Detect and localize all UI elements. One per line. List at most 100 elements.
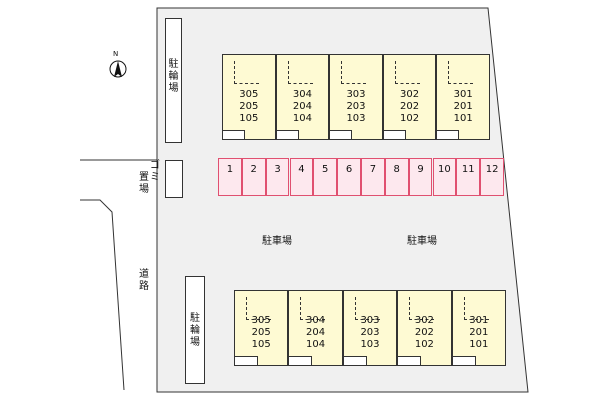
parking-lot-label-right: 駐車場 [407, 236, 437, 247]
room-number: 101 [453, 113, 473, 124]
balcony [223, 130, 245, 139]
room-number: 204 [292, 101, 312, 112]
room-number: 201 [453, 101, 473, 112]
room-number: 202 [400, 101, 420, 112]
parking-space: 11 [456, 158, 481, 196]
room-number: 203 [346, 101, 366, 112]
garbage-area [165, 160, 183, 198]
parking-space-number: 11 [461, 164, 475, 175]
stair-notch [409, 297, 435, 320]
garbage-label-col1: ゴ ミ [150, 160, 160, 183]
parking-space-number: 1 [226, 164, 234, 175]
parking-space-number: 5 [322, 164, 329, 175]
room-number: 102 [400, 113, 420, 124]
room-number: 105 [239, 113, 259, 124]
room-number: 105 [251, 339, 271, 350]
parking-space: 3 [265, 158, 290, 196]
room-number: 104 [292, 113, 312, 124]
room-number: 301 [453, 89, 473, 100]
room-number: 304 [292, 89, 312, 100]
room-number: 204 [306, 327, 326, 338]
balcony [343, 356, 367, 365]
stair-notch [394, 61, 420, 84]
parking-space: 1 [218, 158, 242, 196]
compass-north-label: N [113, 50, 119, 58]
room-number: 203 [360, 327, 380, 338]
garbage-label-col2: 置 場 [139, 172, 149, 195]
room-number: 103 [346, 113, 366, 124]
parking-space-number: 12 [485, 164, 499, 175]
stair-notch [354, 297, 380, 320]
balcony [383, 130, 406, 139]
parking-space-number: 2 [250, 164, 257, 175]
parking-space: 12 [480, 158, 504, 196]
room-number: 102 [414, 339, 434, 350]
room-number: 103 [360, 339, 380, 350]
parking-space: 4 [289, 158, 314, 196]
stair-notch [448, 61, 474, 84]
stair-notch [300, 297, 326, 320]
compass-arrow [114, 61, 122, 77]
parking-lot-label-left: 駐車場 [262, 236, 292, 247]
balcony [452, 356, 476, 365]
parking-space: 9 [408, 158, 433, 196]
balcony [276, 130, 299, 139]
room-number: 202 [414, 327, 434, 338]
room-number: 305 [251, 315, 271, 326]
room-number: 301 [469, 315, 489, 326]
balcony [235, 356, 258, 365]
room-number: 303 [346, 89, 366, 100]
stair-notch [246, 297, 271, 320]
parking-space-number: 9 [417, 164, 424, 175]
bike-parking-bottom-label: 駐 輪 場 [190, 313, 200, 348]
bike-parking-top: 駐 輪 場 [165, 18, 182, 143]
room-number: 201 [469, 327, 489, 338]
road-edge-curve [80, 199, 125, 391]
stair-notch [287, 61, 313, 84]
room-number: 205 [239, 101, 259, 112]
parking-space: 5 [313, 158, 338, 196]
parking-space-number: 7 [369, 164, 377, 175]
road-label: 道 路 [139, 269, 149, 292]
room-number: 302 [414, 315, 434, 326]
room-number: 303 [360, 315, 380, 326]
room-number: 101 [469, 339, 489, 350]
bike-parking-bottom: 駐 輪 場 [185, 276, 205, 384]
parking-space-number: 8 [393, 164, 400, 175]
balcony [289, 356, 313, 365]
parking-space-number: 10 [438, 164, 451, 175]
parking-space: 7 [361, 158, 385, 196]
stair-notch [234, 61, 259, 84]
bike-parking-top-label: 駐 輪 場 [168, 59, 179, 94]
room-number: 205 [251, 327, 271, 338]
room-number: 305 [239, 89, 259, 100]
room-number: 104 [306, 339, 326, 350]
parking-space-number: 4 [298, 164, 305, 175]
parking-space: 10 [432, 158, 457, 196]
room-number: 304 [306, 315, 326, 326]
stair-notch [341, 61, 367, 84]
parking-space-number: 3 [274, 164, 281, 175]
parking-space-number: 6 [345, 164, 353, 175]
